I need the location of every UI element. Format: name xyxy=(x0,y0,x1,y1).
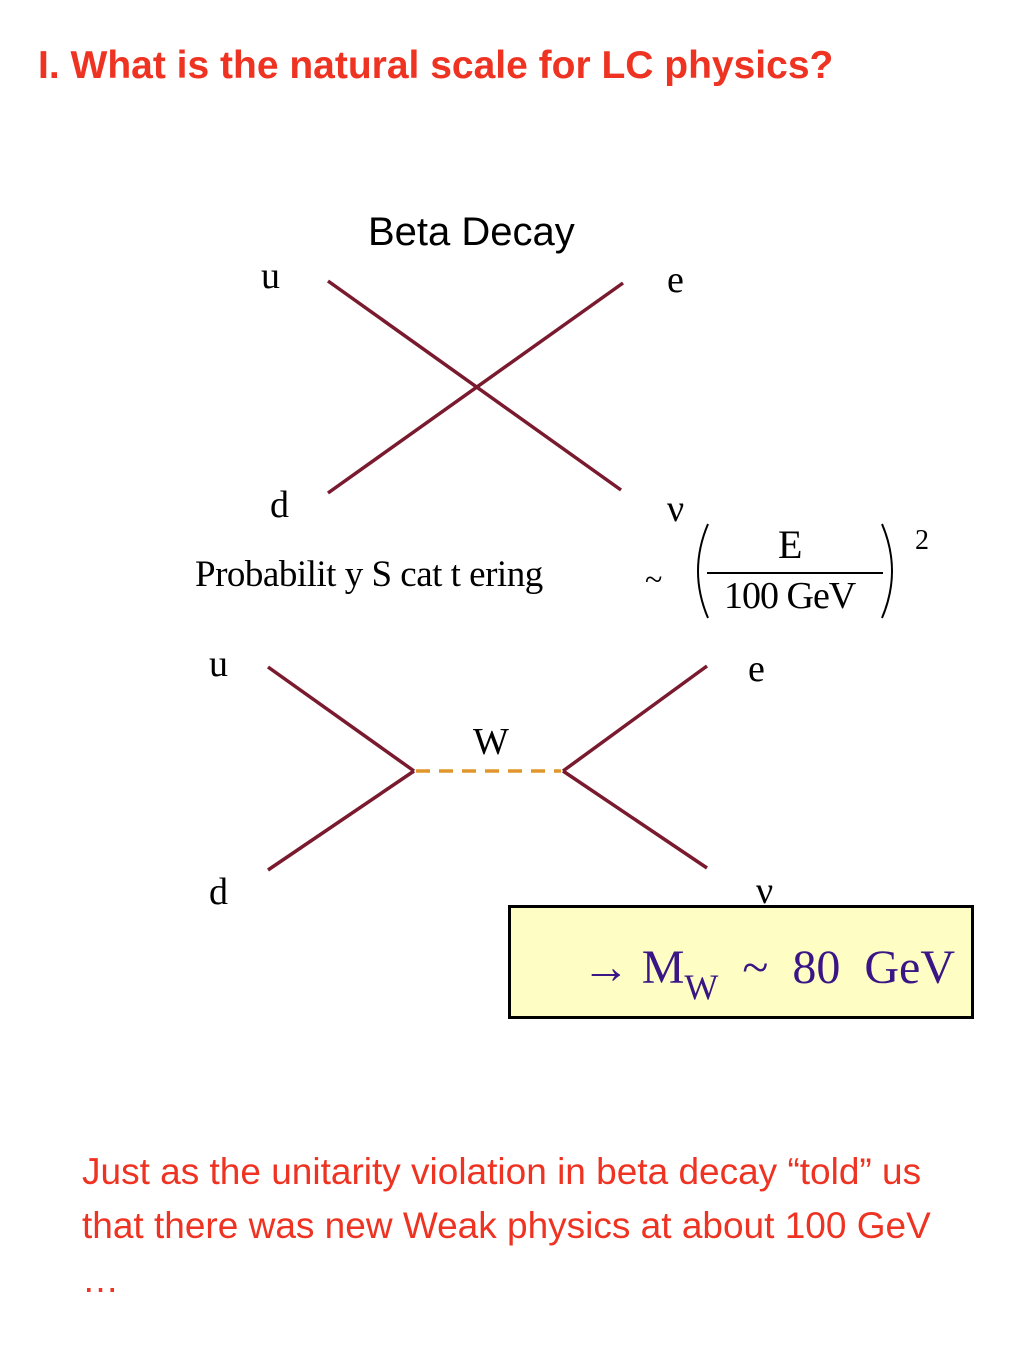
exchange-label-u: u xyxy=(209,643,228,685)
contact-line-u-nu xyxy=(326,279,623,492)
exchange-line-nu xyxy=(562,769,708,870)
contact-label-e: e xyxy=(667,259,684,301)
result-box: → MW ~ 80 GeV xyxy=(508,905,974,1019)
slide-title: I. What is the natural scale for LC phys… xyxy=(38,44,834,87)
result-prefix: → M xyxy=(581,941,685,994)
w-mass-result: → MW ~ 80 GeV xyxy=(581,940,955,1007)
fraction-denominator: 100 GeV xyxy=(724,575,856,617)
left-paren xyxy=(697,523,709,619)
exchange-line-d xyxy=(267,769,415,872)
w-boson-label: W xyxy=(473,721,509,763)
right-paren xyxy=(881,523,893,619)
fraction-numerator: E xyxy=(778,522,803,567)
conclusion-text: Just as the unitarity violation in beta … xyxy=(82,1151,931,1300)
contact-line-d-e xyxy=(326,281,625,495)
exchange-label-nu: ν xyxy=(756,870,774,912)
contact-label-nu: ν xyxy=(667,488,685,530)
result-suffix: ~ 80 GeV xyxy=(718,941,955,994)
exchange-label-d: d xyxy=(209,871,228,913)
diagram-title: Beta Decay xyxy=(368,210,575,254)
probability-label: Probabilit y S cat t ering xyxy=(195,554,543,595)
contact-label-u: u xyxy=(261,255,280,297)
exchange-label-e: e xyxy=(748,648,765,690)
result-subscript: W xyxy=(684,967,719,1007)
exponent: 2 xyxy=(915,525,929,556)
contact-label-d: d xyxy=(270,484,289,526)
tilde-symbol: ~ xyxy=(645,561,663,597)
exchange-line-u xyxy=(266,665,416,773)
exchange-line-e xyxy=(561,664,709,773)
